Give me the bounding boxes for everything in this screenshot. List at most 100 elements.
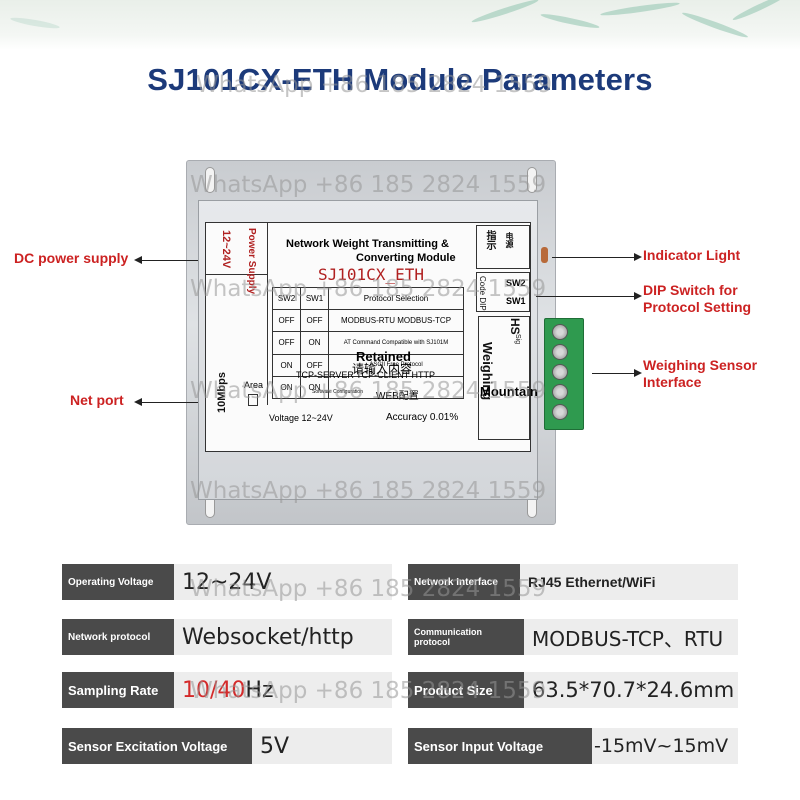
terminal-screw (552, 404, 568, 420)
sampling-rate-unit: Hz (245, 677, 274, 703)
accuracy-label: Accuracy 0.01% (386, 412, 459, 423)
table-cell: OFF (272, 331, 301, 355)
spec-value: Websocket/http (174, 619, 392, 655)
terminal-screw (552, 324, 568, 340)
mounting-hole (205, 167, 215, 193)
spec-product-size: Product Size 63.5*70.7*24.6mm (408, 672, 738, 708)
table-cell: ON (300, 375, 329, 400)
power-block (206, 223, 268, 275)
protocol-table: SW2 SW1 Protocol Selection OFF OFF MODBU… (272, 286, 464, 400)
watermark: WhatsApp +86 185 2824 1559 (190, 678, 547, 704)
leaf-decoration (540, 11, 600, 31)
callout-indicator: Indicator Light (643, 247, 741, 263)
spec-value: 5V (252, 728, 392, 764)
callout-dip-switch: DIP Switch for (643, 282, 738, 298)
spec-value: -15mV~15mV (592, 728, 738, 764)
indicator-block (476, 225, 530, 269)
indicator-cn-label: 指示 (484, 230, 495, 250)
spec-value: 12~24V (174, 564, 392, 600)
spec-network-protocol: Network protocol Websocket/http (62, 619, 392, 655)
leaf-decoration (470, 0, 540, 25)
web-config-label: WEB配置 (376, 391, 419, 402)
sw2-right-label: SW2 (506, 278, 526, 288)
watermark: WhatsApp +86 185 2824 1559 (190, 172, 547, 198)
spec-communication-protocol: Communication protocol MODBUS-TCP、RTU (408, 619, 738, 655)
spec-value: 63.5*70.7*24.6mm (524, 672, 738, 708)
spec-network-interface: Network Interface RJ45 Ethernet/WiFi (408, 564, 738, 600)
spec-label: Operating Voltage (62, 564, 174, 600)
spec-label: Network Interface (408, 564, 520, 600)
software-config-label: Software Configuration (312, 389, 363, 395)
area-label: Area (244, 380, 264, 390)
arrow-line (592, 373, 636, 374)
spec-label: Communication protocol (408, 619, 524, 655)
arrow-line (140, 402, 198, 403)
arrow-line (140, 260, 198, 261)
spec-label: Sensor Excitation Voltage (62, 728, 252, 764)
mounting-hole (527, 167, 537, 193)
watermark: WhatsApp +86 185 2824 1559 (196, 72, 553, 98)
panel-title: Network Weight Transmitting & (286, 238, 449, 250)
page-title: SJ101CX-ETH Module Parameters (147, 62, 653, 97)
callout-dip-switch-2: Protocol Setting (643, 299, 752, 315)
arrow-head-icon (634, 292, 642, 300)
sig-label: Sig (514, 334, 521, 345)
retained-label: Retained (356, 349, 411, 364)
arrow-head-icon (134, 256, 142, 264)
spec-value: MODBUS-TCP、RTU (524, 619, 738, 655)
spec-label: Sensor Input Voltage (408, 728, 592, 764)
spec-label: Network protocol (62, 619, 174, 655)
arrow-line (552, 257, 636, 258)
callout-weighing-sensor: Weighing Sensor (643, 357, 758, 373)
decorative-banner (0, 0, 800, 50)
leaf-decoration (731, 0, 789, 23)
spec-label-line: protocol (414, 637, 450, 647)
table-cell: OFF (300, 309, 329, 333)
spec-label: Sampling Rate (62, 672, 174, 708)
table-cell (328, 375, 464, 400)
mountain-label: Mountain (480, 384, 538, 399)
terminal-screw (552, 364, 568, 380)
sampling-rate-number: 10/40 (182, 677, 246, 703)
table-cell: OFF (272, 309, 301, 333)
table-cell: MODBUS-RTU MODBUS-TCP (328, 309, 464, 333)
watermark: WhatsApp +86 185 2824 1559 (190, 478, 547, 504)
tcp-modes-label: TCP-SERVER TCP-CLIENT HTTP (296, 370, 436, 380)
voltage-line-label: Voltage 12~24V (269, 413, 333, 423)
spec-label: Product Size (408, 672, 524, 708)
callout-dc-power: DC power supply (14, 250, 129, 266)
weighing-label: Weighing (480, 342, 495, 401)
model-label: SJ101CX_ETH (318, 265, 424, 284)
spec-operating-voltage: Operating Voltage 12~24V (62, 564, 392, 600)
area-box (248, 394, 258, 406)
retained-cn-label: 请输入内容 (352, 362, 413, 376)
watermark: WhatsApp +86 185 2824 1559 (190, 378, 547, 404)
power-supply-label: Power Supply (246, 228, 257, 295)
callout-net-port: Net port (70, 392, 124, 408)
sensor-label-block (478, 316, 530, 440)
leaf-decoration (599, 0, 681, 18)
code-dip-block (476, 272, 530, 312)
arrow-line (536, 296, 636, 297)
voltage-vertical-label: 12~24V (220, 230, 232, 269)
callout-weighing-sensor-2: Interface (643, 374, 702, 390)
arrow-head-icon (634, 369, 642, 377)
arrow-head-icon (134, 398, 142, 406)
spec-excitation-voltage: Sensor Excitation Voltage 5V (62, 728, 392, 764)
spec-value: RJ45 Ethernet/WiFi (520, 564, 738, 600)
indicator-cn-label-2: 电源 (505, 232, 514, 248)
watermark: WhatsApp +86 185 2824 1559 (190, 276, 547, 302)
indicator-led (541, 247, 548, 263)
code-dip-label: Code DIP (478, 276, 487, 311)
arrow-head-icon (634, 253, 642, 261)
sw1-right-label: SW1 (506, 296, 526, 306)
hs-label: HS (508, 318, 522, 335)
spec-input-voltage: Sensor Input Voltage -15mV~15mV (408, 728, 738, 764)
leaf-decoration (9, 15, 61, 31)
panel-title-2: Converting Module (356, 252, 456, 264)
spec-label-line: Communication (414, 627, 483, 637)
watermark: WhatsApp +86 185 2824 1559 (190, 576, 547, 602)
ethernet-block (206, 275, 268, 405)
